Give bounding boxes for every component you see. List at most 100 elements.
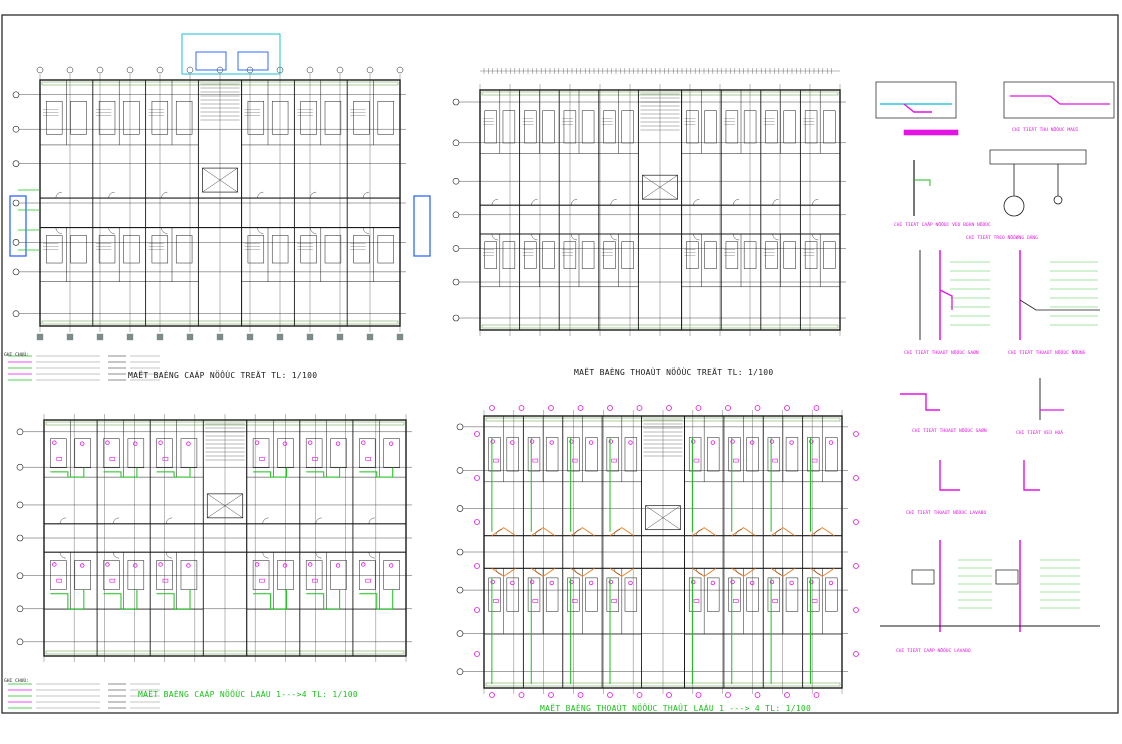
bathroom <box>728 437 741 472</box>
door-swing <box>774 529 782 536</box>
kitchen <box>324 101 342 135</box>
riser-bubble <box>784 692 790 698</box>
kitchen <box>585 437 598 472</box>
fixture <box>569 579 574 585</box>
grid-bubble <box>16 501 24 509</box>
plan-drainage-ground <box>452 68 846 336</box>
bathroom <box>300 101 317 135</box>
bathroom <box>151 101 169 135</box>
fixture-tank <box>109 457 116 461</box>
drain-pipe <box>609 567 634 577</box>
grid-bubble <box>452 211 460 219</box>
fixture-tank <box>733 458 739 463</box>
detail-caption-lavabo-supply: CHI TIEÁT CAÁP NÖÔÙC LAVABO <box>896 649 971 654</box>
fixture <box>691 439 696 444</box>
wall-hatch <box>485 682 841 687</box>
door-swing <box>772 233 779 241</box>
grid-marker <box>336 333 344 341</box>
kitchen <box>823 110 836 144</box>
drain-pipe <box>731 527 756 537</box>
riser-bubble <box>607 692 613 698</box>
riser-bubble <box>695 405 702 411</box>
kitchen <box>825 437 838 472</box>
door-swing <box>59 517 66 524</box>
bathroom <box>50 438 67 469</box>
detail-caption-roof-drain: CHI TIEÁT THU NÖÔÙC MAÙI <box>1012 128 1079 133</box>
door-swing <box>534 529 542 536</box>
kitchen <box>70 235 87 264</box>
kitchen <box>383 438 400 469</box>
bathroom <box>359 560 376 590</box>
fixture <box>388 441 394 446</box>
bathroom <box>728 577 741 612</box>
supply-pipe <box>103 589 138 610</box>
riser-bubble <box>725 692 731 698</box>
wall-hatch <box>485 417 841 422</box>
kitchen <box>377 101 394 135</box>
plan-water-supply-floors <box>8 414 412 709</box>
door-swing <box>772 199 779 206</box>
bathroom <box>353 235 370 264</box>
kitchen <box>545 437 559 472</box>
bathroom <box>488 437 501 472</box>
fixture-tank <box>56 578 63 583</box>
drain-pipe <box>570 567 595 577</box>
fixture <box>750 440 755 445</box>
bathroom <box>688 437 702 472</box>
kitchen <box>123 101 140 135</box>
fixture <box>549 580 554 586</box>
kitchen <box>621 241 634 269</box>
wall-hatch <box>481 324 839 329</box>
fixture <box>608 579 614 585</box>
kitchen <box>74 438 91 469</box>
bathroom <box>98 101 116 135</box>
bathroom <box>50 560 67 590</box>
grid-marker <box>126 333 134 341</box>
bathroom <box>603 241 616 269</box>
door-swing <box>495 529 502 536</box>
fixture <box>80 563 85 568</box>
fixture <box>186 441 191 446</box>
kitchen <box>277 438 294 469</box>
door-swing <box>161 227 168 234</box>
kitchen <box>746 577 759 612</box>
lift-cross <box>207 493 243 519</box>
riser-bubble <box>577 692 584 698</box>
fixture-tank <box>162 457 169 461</box>
bathroom <box>252 438 270 469</box>
fixture <box>569 439 574 444</box>
door-swing <box>570 233 578 241</box>
detail-roof-left <box>875 81 957 119</box>
water-tank-right <box>413 195 431 257</box>
plan-drainage-floors <box>456 405 859 698</box>
kitchen <box>743 110 757 144</box>
door-swing <box>812 233 819 241</box>
grid-bubble <box>96 66 104 74</box>
grid-bubble <box>456 505 464 512</box>
grid-bubble <box>456 668 464 675</box>
grid-bubble <box>12 310 20 318</box>
bathroom <box>807 577 820 612</box>
kitchen <box>377 235 394 264</box>
bathroom <box>804 241 818 269</box>
supply-pipe <box>103 467 138 478</box>
drain-pipe <box>491 527 516 537</box>
bathroom <box>353 101 370 135</box>
door-swing <box>59 552 66 559</box>
bathroom <box>524 241 537 269</box>
grid-bubble <box>12 239 20 246</box>
roof-tank <box>195 51 227 71</box>
riser-bubble <box>607 405 613 411</box>
kitchen <box>506 577 519 612</box>
wall-hatch <box>45 650 405 655</box>
detail-slab <box>1019 299 1100 311</box>
fixture <box>105 440 110 445</box>
riser-bubble <box>474 431 480 437</box>
bathroom <box>725 110 739 144</box>
kitchen <box>542 110 555 144</box>
drain-pipe <box>692 567 717 577</box>
door-swing <box>108 227 115 234</box>
kitchen <box>746 437 759 472</box>
lift-cross <box>645 505 681 530</box>
fixture <box>335 441 341 446</box>
